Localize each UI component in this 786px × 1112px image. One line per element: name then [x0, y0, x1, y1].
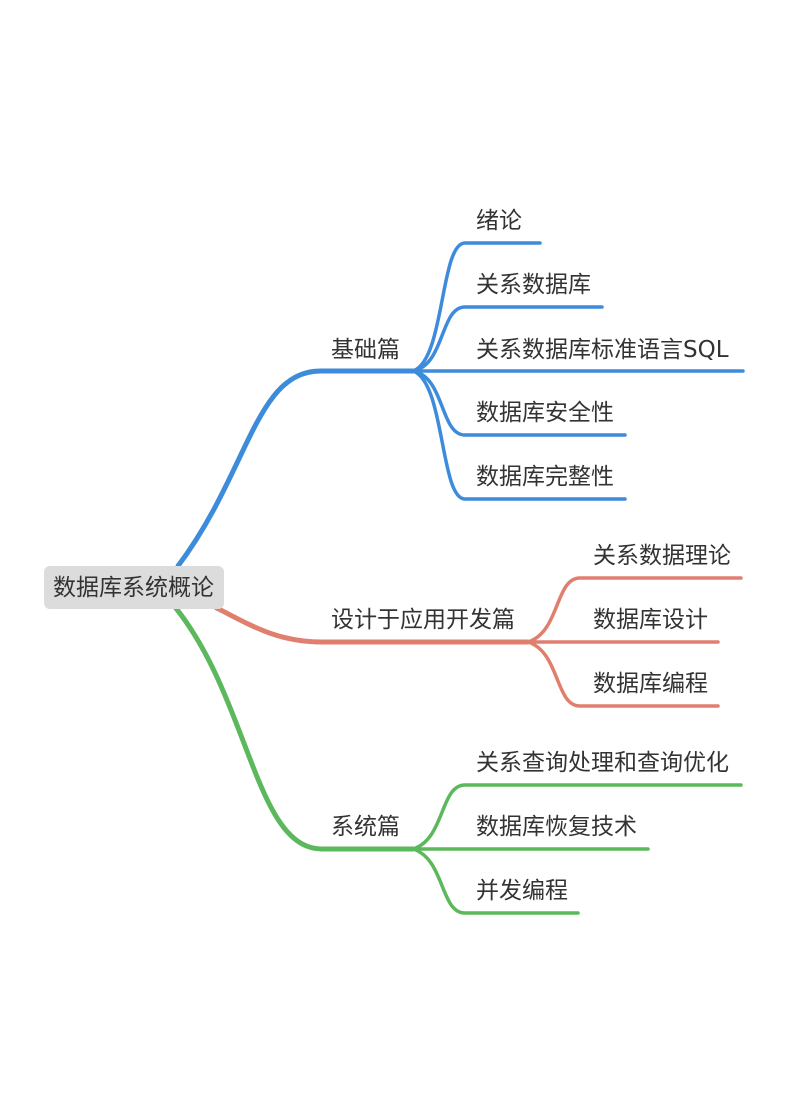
root-to-system-edge — [172, 604, 416, 852]
node-query-optimization[interactable]: 关系查询处理和查询优化 — [476, 750, 729, 776]
root-node[interactable]: 数据库系统概论 — [44, 566, 224, 609]
branch-label-design[interactable]: 设计于应用开发篇 — [331, 607, 515, 633]
edge-query-optimization — [411, 783, 743, 851]
root-node-label: 数据库系统概论 — [53, 575, 214, 601]
root-node-box — [44, 566, 224, 609]
edge-concurrency — [411, 847, 580, 915]
node-db-programming[interactable]: 数据库编程 — [593, 671, 708, 697]
edge-relational-theory — [526, 576, 743, 644]
node-relational-db[interactable]: 关系数据库 — [476, 272, 591, 298]
branch-label-system[interactable]: 系统篇 — [331, 814, 400, 840]
system-children-edges — [411, 783, 743, 915]
node-security[interactable]: 数据库安全性 — [476, 400, 614, 426]
root-to-basics-edge — [175, 368, 416, 569]
node-recovery[interactable]: 数据库恢复技术 — [476, 814, 637, 840]
node-sql[interactable]: 关系数据库标准语言SQL — [476, 337, 729, 363]
basics-children-edges — [411, 241, 745, 501]
root-to-design-edge — [212, 604, 531, 645]
edge-intro — [411, 241, 542, 373]
edge-security — [411, 369, 627, 437]
node-intro[interactable]: 绪论 — [476, 208, 522, 234]
design-children-edges — [526, 576, 743, 708]
node-db-design[interactable]: 数据库设计 — [593, 607, 708, 633]
edge-integrity — [411, 369, 627, 501]
node-integrity[interactable]: 数据库完整性 — [476, 464, 614, 490]
branch-label-basics[interactable]: 基础篇 — [331, 337, 400, 363]
edge-db-programming — [526, 640, 720, 708]
node-concurrency[interactable]: 并发编程 — [476, 878, 568, 904]
node-relational-theory[interactable]: 关系数据理论 — [593, 543, 731, 569]
edge-relational-db — [411, 305, 604, 373]
